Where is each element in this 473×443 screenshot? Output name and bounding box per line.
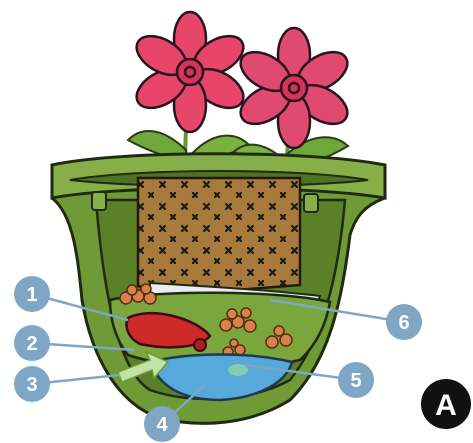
soil <box>138 178 300 291</box>
callout-3-label: 3 <box>26 374 37 396</box>
callout-2-label: 2 <box>26 333 37 355</box>
callout-5: 5 <box>338 362 374 398</box>
callout-6: 6 <box>386 304 422 340</box>
callout-2: 2 <box>14 325 50 361</box>
flower-left <box>130 12 250 132</box>
figure-badge-label: A <box>435 389 457 422</box>
callout-1-label: 1 <box>26 284 37 306</box>
callout-4-label: 4 <box>156 414 168 436</box>
callout-4: 4 <box>144 406 180 442</box>
callout-5-label: 5 <box>350 370 361 392</box>
flower-right <box>234 28 354 148</box>
callout-3: 3 <box>14 366 50 402</box>
callout-1: 1 <box>14 276 50 312</box>
figure-badge: A <box>421 379 471 429</box>
callout-6-label: 6 <box>398 312 409 334</box>
